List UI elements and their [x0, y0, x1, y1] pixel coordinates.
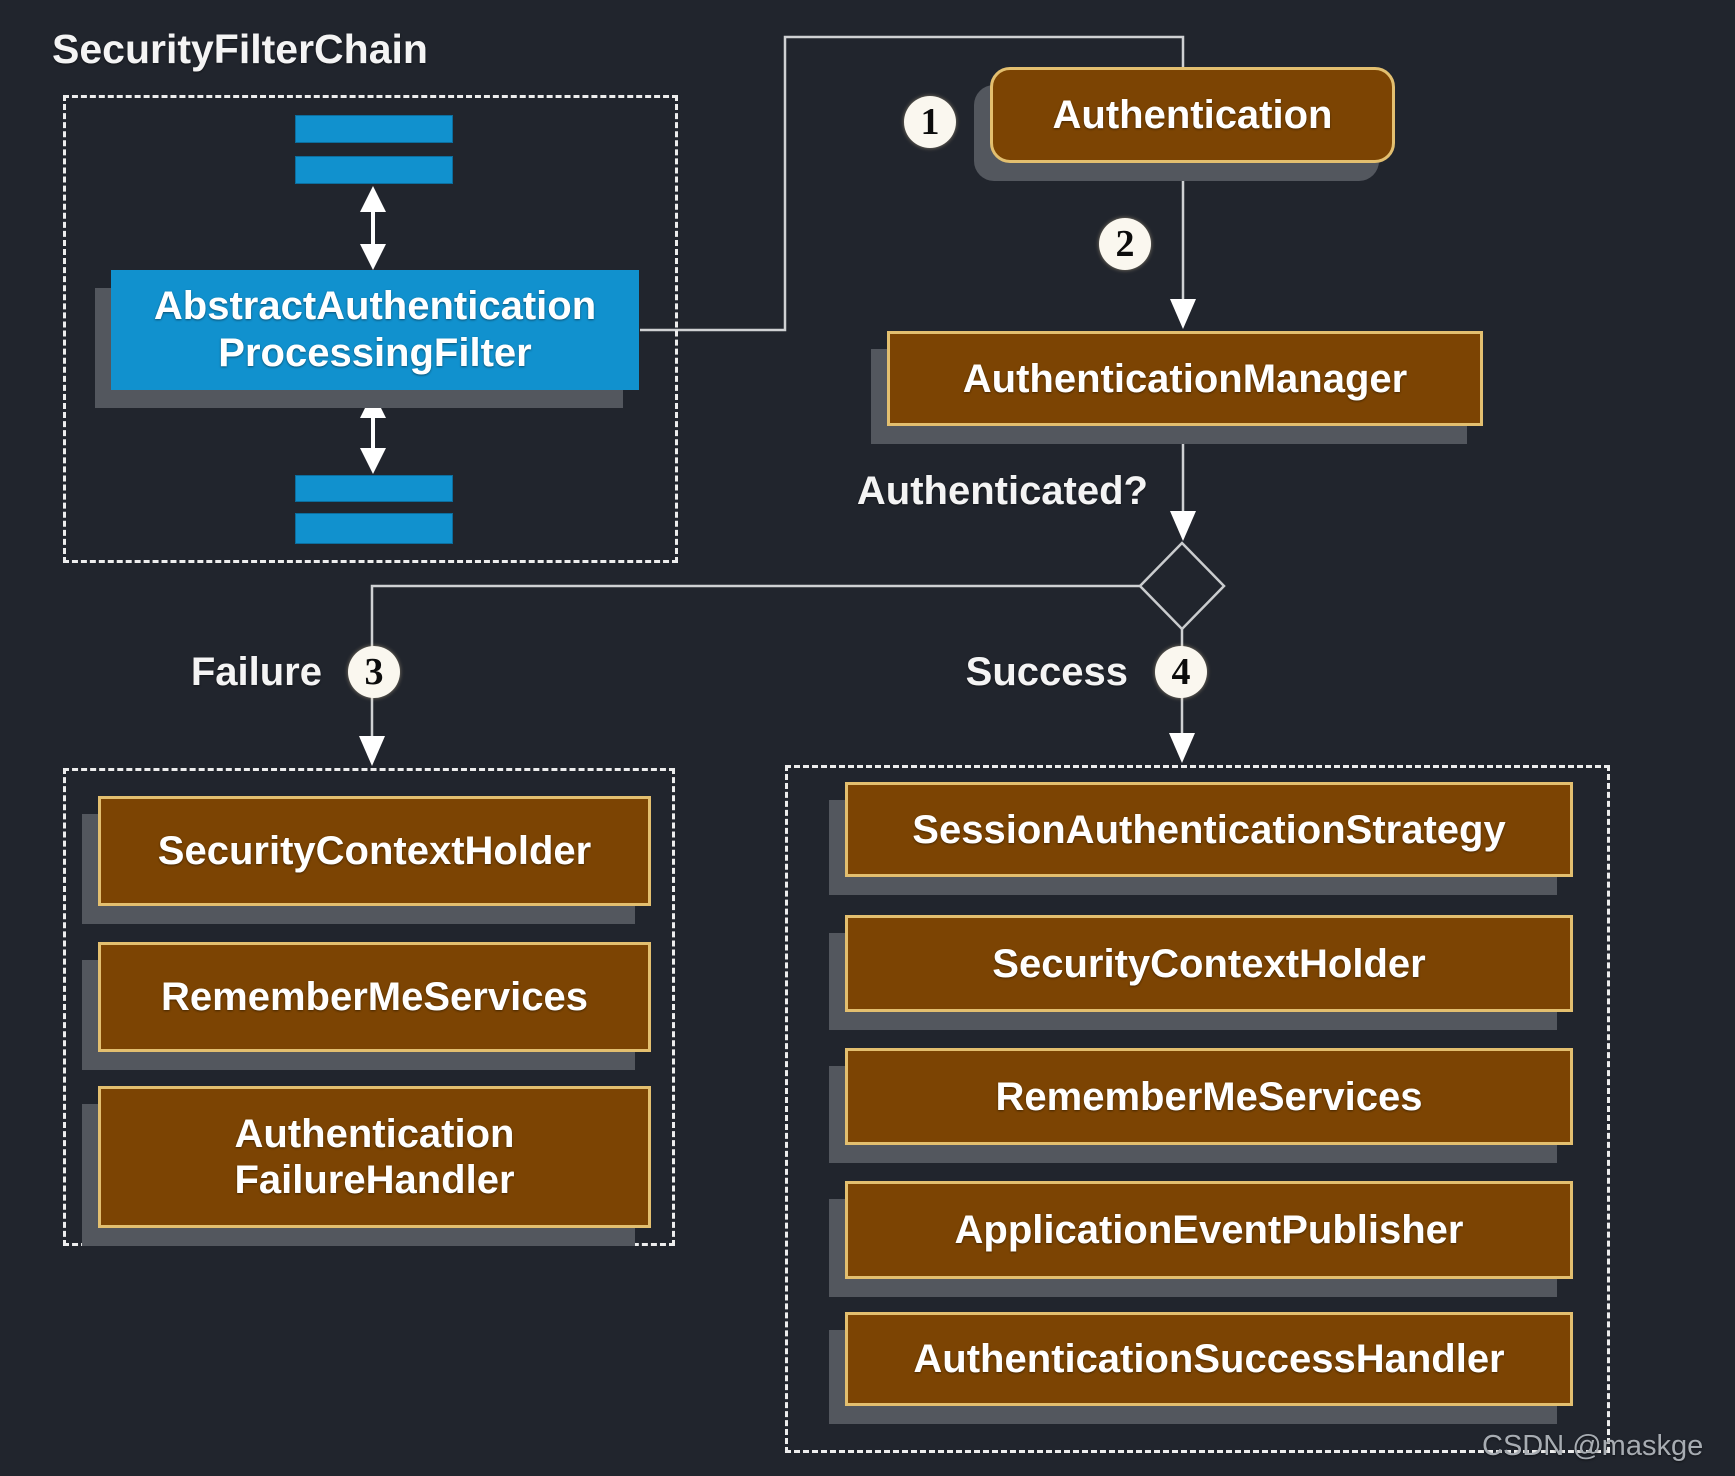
application-event-publisher-node: ApplicationEventPublisher	[845, 1181, 1573, 1279]
processing-filter-line1: AbstractAuthentication	[153, 283, 597, 328]
step-3-badge: 3	[348, 646, 400, 698]
success-label: Success	[965, 649, 1128, 694]
step-4-badge: 4	[1155, 646, 1207, 698]
filter-bar-top-1	[295, 115, 453, 143]
filter-bar-bottom-2	[295, 513, 453, 544]
arrowhead-success-icon	[1169, 733, 1195, 763]
step-1-badge: 1	[904, 96, 956, 148]
double-arrow-bottom-down-icon	[360, 448, 386, 474]
watermark: CSDN @maskge	[1482, 1430, 1704, 1462]
session-authentication-strategy-node: SessionAuthenticationStrategy	[845, 782, 1573, 877]
success-remember-me-services-node: RememberMeServices	[845, 1048, 1573, 1145]
filter-bar-top-2	[295, 156, 453, 184]
processing-filter-line2: ProcessingFilter	[218, 331, 532, 375]
arrowhead-failure-icon	[359, 736, 385, 766]
failure-handler-line2: FailureHandler	[234, 1158, 515, 1202]
failure-security-context-holder-node: SecurityContextHolder	[98, 796, 651, 906]
abstract-authentication-processing-filter-node: AbstractAuthentication ProcessingFilter	[111, 270, 639, 390]
authentication-failure-handler-node: Authentication FailureHandler	[98, 1086, 651, 1228]
failure-label: Failure	[190, 649, 322, 694]
arrowhead-to-manager-icon	[1170, 299, 1196, 329]
filter-bar-bottom-1	[295, 475, 453, 502]
decision-diamond-icon	[1138, 541, 1226, 631]
double-arrow-bottom-up-icon	[360, 392, 386, 418]
step-2-badge: 2	[1099, 218, 1151, 270]
failure-remember-me-services-node: RememberMeServices	[98, 942, 651, 1052]
authentication-node: Authentication	[990, 67, 1395, 163]
double-arrow-top-up-icon	[360, 186, 386, 212]
filter-to-authentication-connector	[640, 35, 1185, 332]
security-filter-chain-title: SecurityFilterChain	[52, 26, 428, 72]
failure-handler-line1: Authentication	[234, 1112, 515, 1156]
arrowhead-to-diamond-icon	[1170, 511, 1196, 541]
failure-branch-frame	[63, 768, 675, 1246]
success-security-context-holder-node: SecurityContextHolder	[845, 915, 1573, 1012]
authentication-success-handler-node: AuthenticationSuccessHandler	[845, 1312, 1573, 1406]
authentication-manager-node: AuthenticationManager	[887, 331, 1483, 426]
security-filter-chain-frame	[63, 95, 678, 563]
success-branch-frame	[785, 765, 1610, 1453]
authenticated-question-label: Authenticated?	[856, 468, 1148, 513]
double-arrow-top-down-icon	[360, 244, 386, 270]
